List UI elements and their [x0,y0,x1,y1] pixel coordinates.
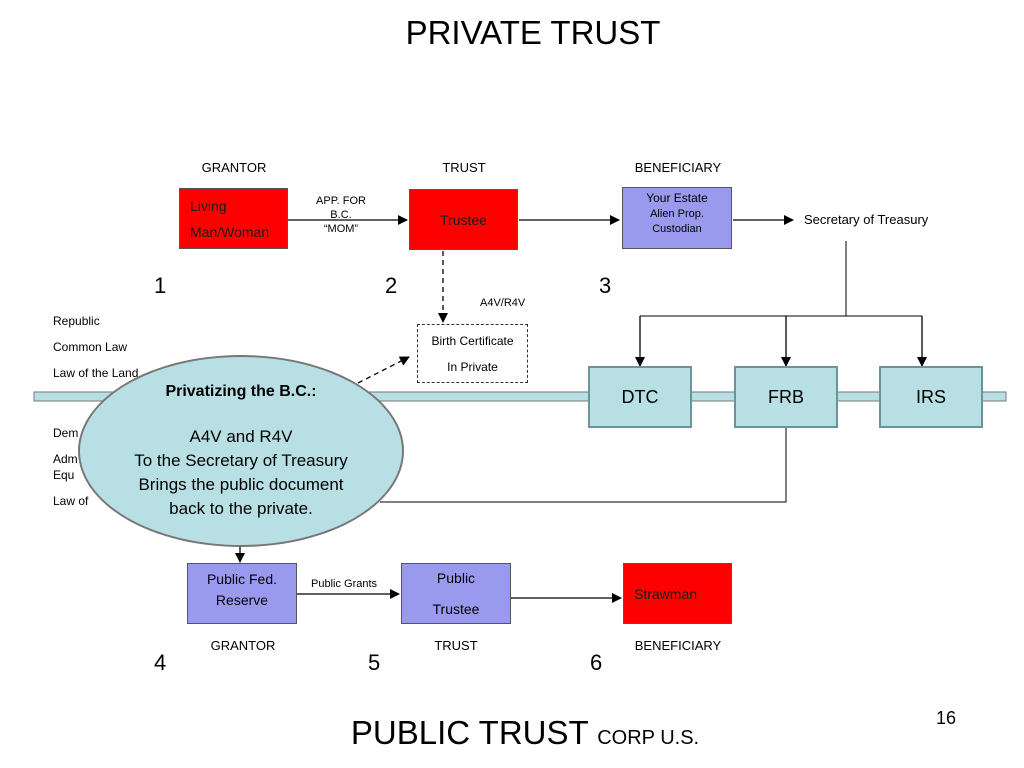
public-trustee-box: Public Trustee [401,563,511,624]
left-list-item-dem: Dem [53,426,79,440]
dashed-arrow-callout-to-birth-certificate [357,356,410,384]
bottom-header-trust: TRUST [434,638,478,653]
left-list-item-republic: Republic [53,314,100,328]
step-number-5: 5 [368,650,381,675]
trustee-box: Trustee [409,189,518,250]
public-fed-line2: Reserve [215,592,269,608]
top-header-trust: TRUST [442,160,486,175]
bottom-title: PUBLIC TRUST CORP U.S. [0,714,1024,752]
step-number-6: 6 [590,650,603,675]
birth-certificate-box: Birth Certificate In Private [417,324,528,383]
app-for-bc-line3: “MOM” [323,223,359,235]
public-trustee-line1: Public [436,569,476,586]
agency-label-frb: FRB [768,386,804,407]
agency-label-irs: IRS [915,386,946,407]
bottom-title-small: CORP U.S. [597,727,700,749]
step-number-4: 4 [154,650,167,675]
left-list-item-equ: Equ [53,468,75,482]
divider-bar [33,391,1007,402]
step-number-2: 2 [385,273,398,298]
birth-certificate-line1: Birth Certificate [431,334,514,348]
a4v-r4v-label: A4V/R4V [480,297,526,309]
left-list-item-law-of-the-land: Law of the Land [53,366,139,380]
beneficiary-box-line1: Your Estate [646,191,708,205]
step-number-3: 3 [599,273,612,298]
bottom-header-beneficiary: BENEFICIARY [634,638,722,653]
callout-line4: back to the private. [169,499,313,518]
callout-line1: A4V and R4V [189,427,293,446]
beneficiary-box-line3: Custodian [652,223,702,235]
callout-line2: To the Secretary of Treasury [134,451,348,470]
privatizing-callout-ellipse [78,355,404,547]
frb-return-line [380,428,787,503]
beneficiary-box-your-estate: Your Estate Alien Prop. Custodian [622,187,732,249]
agency-label-dtc: DTC [621,386,659,407]
public-fed-reserve-box: Public Fed. Reserve [187,563,297,624]
agency-box-frb: FRB [734,366,838,428]
bottom-title-main: PUBLIC TRUST [350,714,589,751]
page-title: PRIVATE TRUST [405,14,661,51]
page-number: 16 [936,708,957,728]
left-list-item-law-of: Law of [53,494,89,508]
birth-certificate-line2: In Private [447,360,498,374]
callout-line3: Brings the public document [138,475,344,494]
app-for-bc-label: APP. FOR B.C. “MOM” [300,194,382,236]
app-for-bc-line1: APP. FOR [316,195,366,207]
grantor-box-living-man-woman: Living Man/Woman [179,188,288,249]
strawman-box: Strawman [623,563,732,624]
public-grants-label: Public Grants [311,578,378,590]
left-list-item-adm: Adm [53,452,78,466]
strawman-label: Strawman [634,585,698,602]
top-header-grantor: GRANTOR [201,160,267,175]
trustee-box-label: Trustee [440,212,487,228]
agency-box-irs: IRS [879,366,983,428]
app-for-bc-line2: B.C. [330,209,352,221]
left-list-item-common-law: Common Law [53,340,128,354]
grantor-box-line2: Man/Woman [190,223,270,240]
callout-heading: Privatizing the B.C.: [165,383,317,400]
top-header-beneficiary: BENEFICIARY [634,160,722,175]
callout-body: A4V and R4V To the Secretary of Treasury… [78,425,404,521]
grantor-box-line1: Living [190,197,227,214]
agency-box-dtc: DTC [588,366,692,428]
public-fed-line1: Public Fed. [206,571,278,587]
secretary-of-treasury-label: Secretary of Treasury [804,212,929,227]
bottom-header-grantor: GRANTOR [210,638,276,653]
step-number-1: 1 [154,273,167,298]
beneficiary-box-line2: Alien Prop. [650,208,704,220]
public-trustee-line2: Trustee [432,600,480,617]
